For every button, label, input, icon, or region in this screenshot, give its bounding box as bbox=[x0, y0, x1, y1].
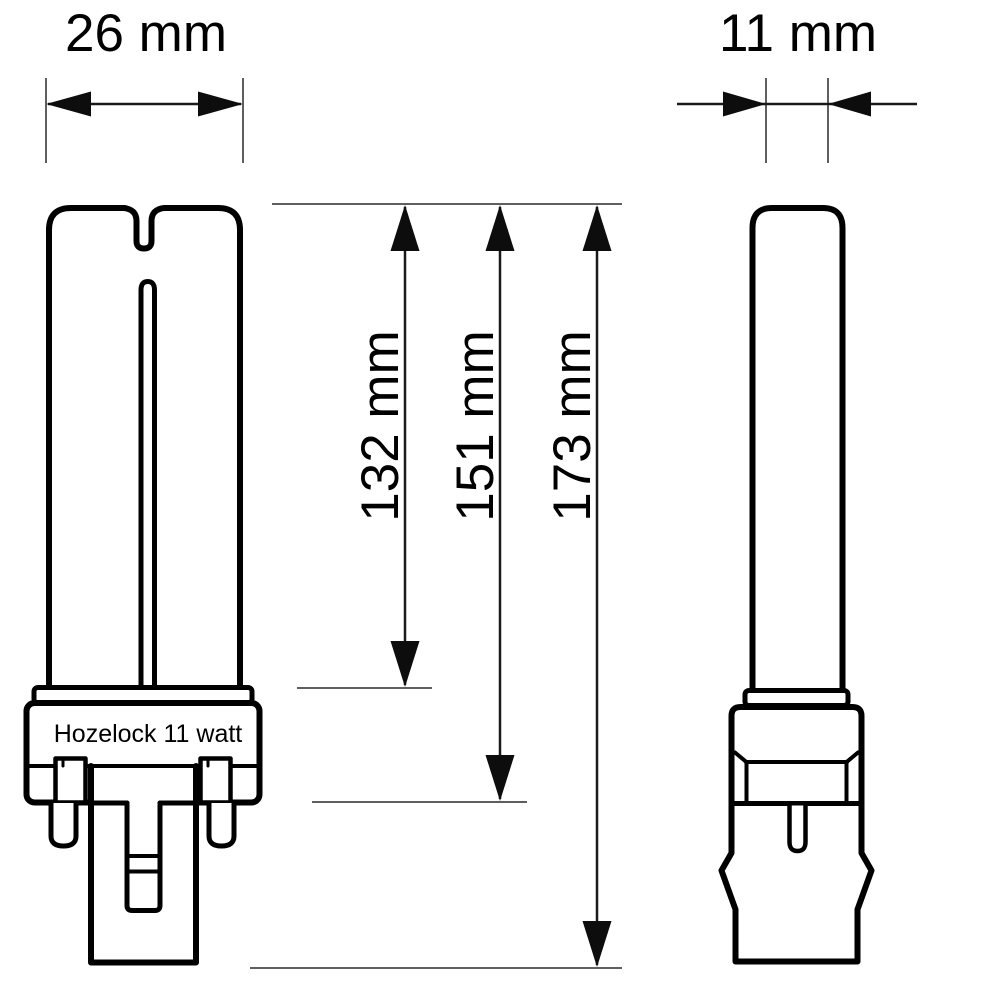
label-26mm: 26 mm bbox=[65, 4, 227, 63]
front-latch-tab-left bbox=[53, 756, 88, 805]
label-173mm: 173 mm bbox=[543, 330, 602, 521]
arrow-151mm-up bbox=[485, 205, 515, 251]
front-tube-outline bbox=[46, 205, 243, 695]
front-view bbox=[23, 205, 263, 966]
arrow-26mm-right bbox=[198, 91, 243, 117]
front-pin-right bbox=[206, 800, 237, 849]
side-tube-outline bbox=[749, 205, 846, 696]
arrow-173mm-down bbox=[582, 921, 612, 967]
front-latch-tab-right bbox=[198, 756, 233, 805]
arrow-173mm-up bbox=[582, 205, 612, 251]
arrow-151mm-down bbox=[485, 755, 515, 801]
dimension-labels: 26 mm 11 mm 132 mm 151 mm 173 mm bbox=[65, 4, 877, 522]
arrow-26mm-left bbox=[46, 91, 91, 117]
label-11mm: 11 mm bbox=[719, 4, 877, 63]
dimension-arrows bbox=[46, 91, 871, 967]
side-view bbox=[718, 205, 875, 965]
reference-lines bbox=[45, 78, 829, 969]
arrow-11mm-left bbox=[723, 91, 766, 117]
front-pin-left bbox=[48, 800, 79, 849]
front-cap-label: Hozelock 11 watt bbox=[54, 720, 243, 748]
arrow-11mm-right bbox=[828, 91, 871, 117]
label-151mm: 151 mm bbox=[446, 330, 505, 521]
front-tube-inner-fold bbox=[138, 279, 157, 692]
arrow-132mm-up bbox=[390, 205, 420, 251]
label-132mm: 132 mm bbox=[351, 330, 410, 521]
arrow-132mm-down bbox=[390, 641, 420, 687]
side-pin bbox=[787, 803, 808, 854]
side-collar bbox=[742, 688, 851, 708]
